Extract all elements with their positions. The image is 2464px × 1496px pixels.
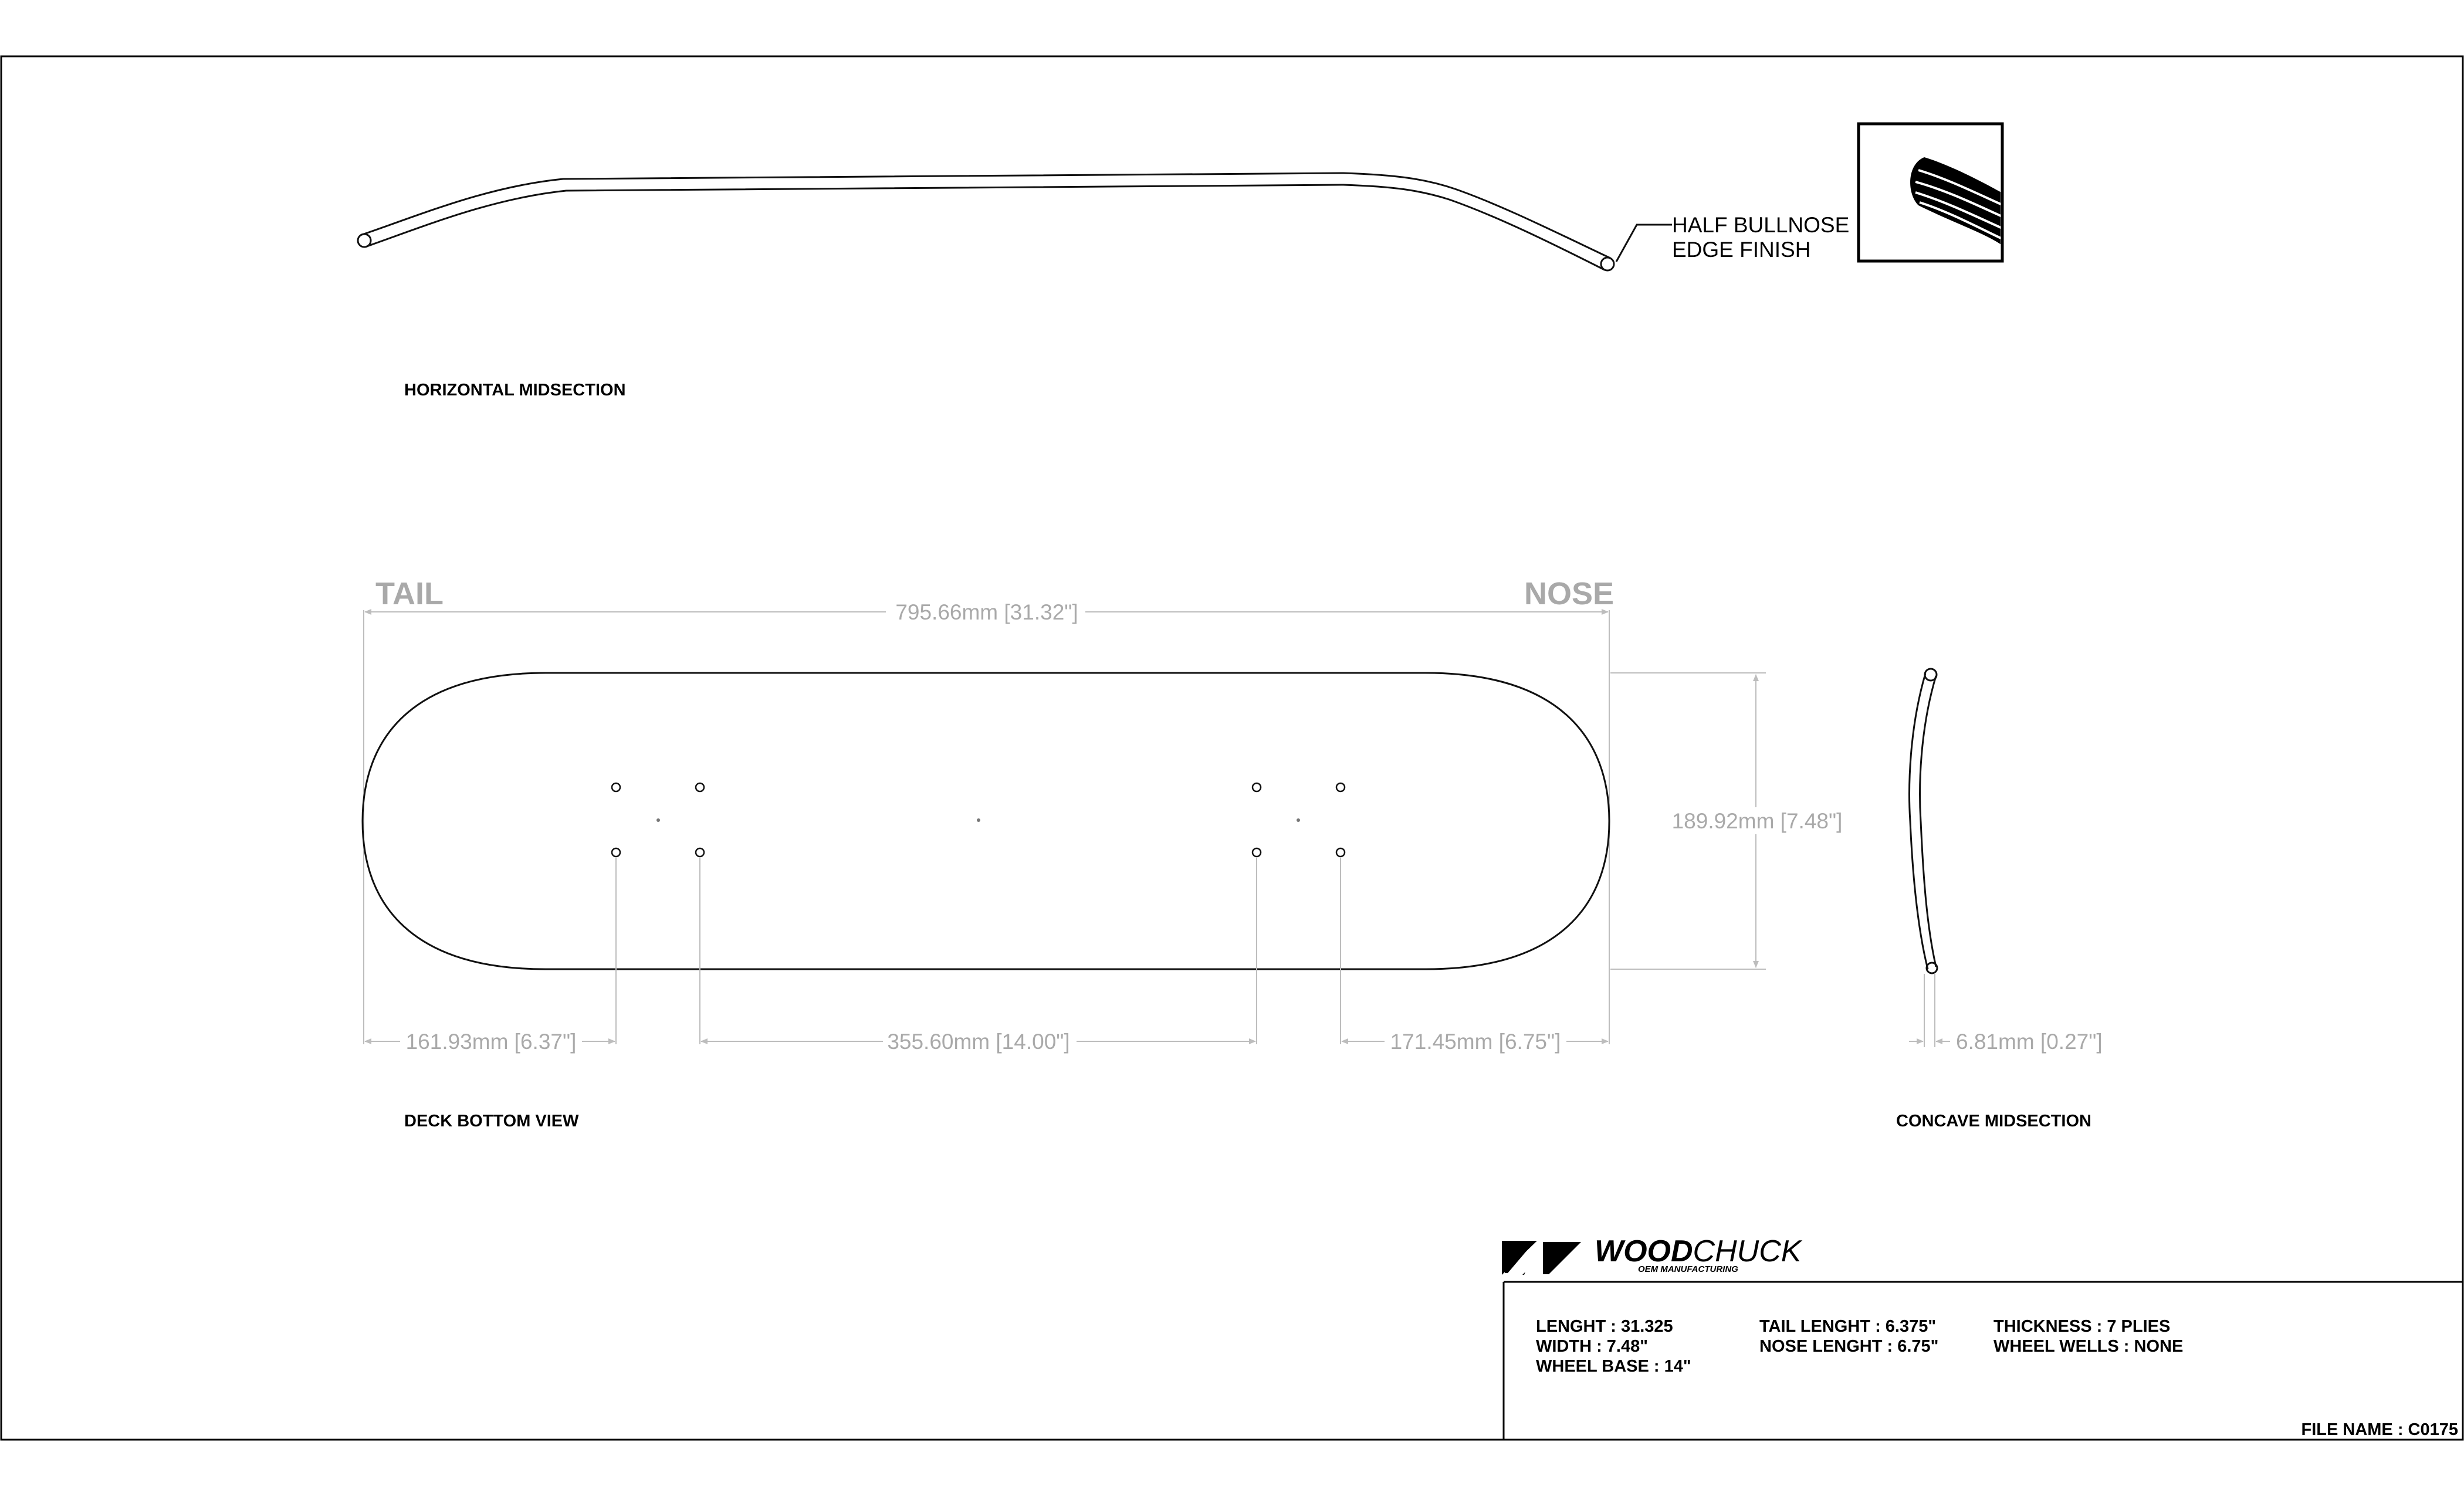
spec-thickness: THICKNESS : 7 PLIES [1993, 1317, 2170, 1336]
spec-width: WIDTH : 7.48" [1536, 1337, 1648, 1356]
spec-wheel-wells: WHEEL WELLS : NONE [1993, 1337, 2183, 1356]
concave-midsection-title: CONCAVE MIDSECTION [1896, 1112, 2091, 1131]
wheel-base-dimension: 355.60mm [14.00"] [887, 1030, 1069, 1054]
deck-outline [361, 672, 1610, 970]
overall-length-dimension: 795.66mm [31.32"] [895, 600, 1078, 624]
spec-nose-length: NOSE LENGHT : 6.75" [1759, 1337, 1938, 1356]
spec-tail-length: TAIL LENGHT : 6.375" [1759, 1317, 1936, 1336]
center-mark [977, 818, 980, 822]
woodchuck-logo: WOODCHUCK OEM MANUFACTURING [1502, 1234, 1803, 1275]
brand-tagline: OEM MANUFACTURING [1638, 1264, 1738, 1274]
drawing-border [0, 55, 2464, 1441]
width-dimension: 189.92mm [7.48"] [1672, 809, 1843, 833]
title-block: WOODCHUCK OEM MANUFACTURING LENGHT : 31.… [1502, 1234, 2463, 1440]
deck-bottom-view-title: DECK BOTTOM VIEW [404, 1112, 579, 1131]
brand-wordmark: WOODCHUCK [1595, 1234, 1803, 1268]
nose-label: NOSE [1524, 576, 1614, 611]
nose-length-dimension: 171.45mm [6.75"] [1390, 1030, 1561, 1054]
deck-bottom-view: 795.66mm [31.32"] TAIL NOSE [361, 576, 1845, 1054]
deck-side-profile [361, 172, 1611, 259]
tail-label: TAIL [375, 576, 444, 611]
nose-truck-holes [1251, 782, 1346, 858]
concave-profile [1908, 673, 1929, 970]
tail-length-dimension: 161.93mm [6.37"] [406, 1030, 577, 1054]
spec-length: LENGHT : 31.325 [1536, 1317, 1673, 1336]
callout-line-2: EDGE FINISH [1672, 238, 1810, 262]
horizontal-midsection-view: HALF BULLNOSE EDGE FINISH [357, 172, 1849, 272]
file-name: FILE NAME : C0175 [2301, 1420, 2459, 1439]
edge-finish-detail [1857, 122, 2004, 263]
callout-leader [1615, 224, 1672, 262]
concave-midsection-view: 6.81mm [0.27"] [1908, 668, 2103, 1054]
tail-truck-holes [611, 782, 705, 858]
thickness-dimension: 6.81mm [0.27"] [1956, 1030, 2103, 1054]
horizontal-midsection-title: HORIZONTAL MIDSECTION [404, 381, 626, 400]
callout-line-1: HALF BULLNOSE [1672, 213, 1849, 237]
spec-wheel-base: WHEEL BASE : 14" [1536, 1357, 1691, 1376]
